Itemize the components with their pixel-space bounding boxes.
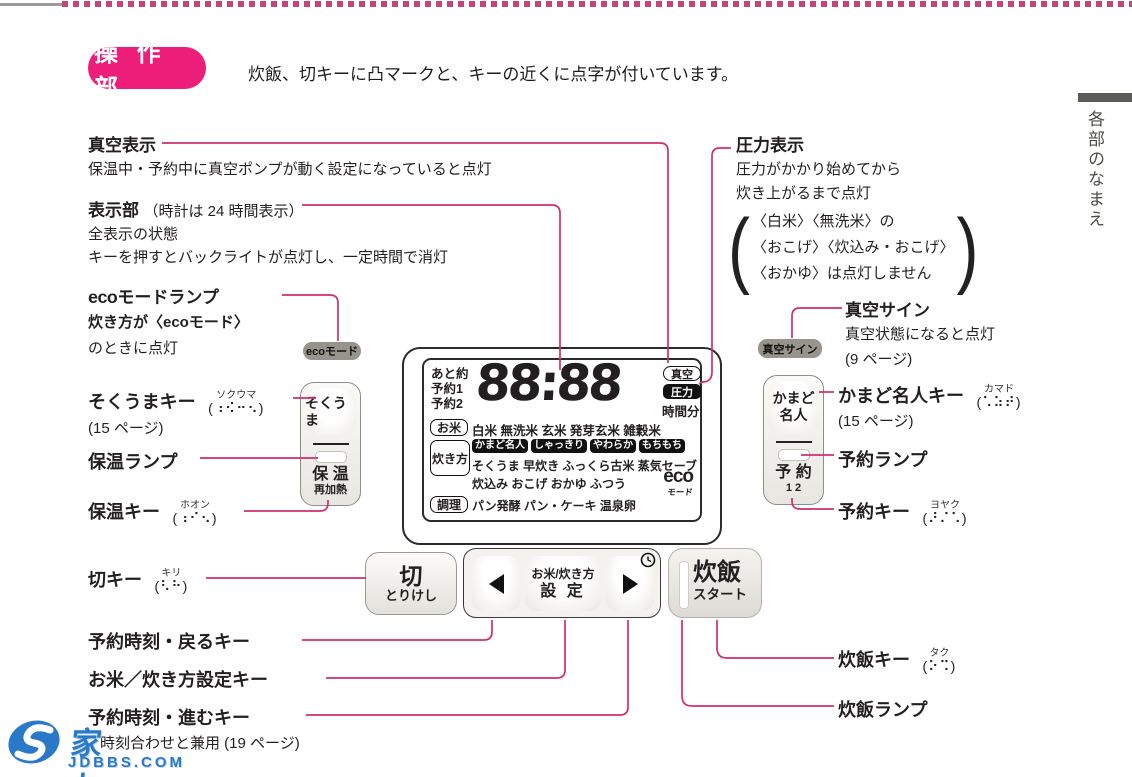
- lcd-cook-row1: そくうま 早炊き ふっくら古米 蒸気セーブ: [472, 459, 698, 473]
- cook-start-button[interactable]: 炊飯 スタート: [668, 548, 762, 618]
- lcd-menu-row: パン発酵 パン・ケーキ 温泉卵: [472, 499, 636, 513]
- left-key-group: そくうま 保 温 再加熱: [300, 382, 361, 506]
- reserve-key-title: 予約キー: [838, 502, 910, 522]
- vacuum-sign-desc: 真空状態になると点灯: [845, 326, 996, 343]
- lcd-display: あと約 予約1 予約2 88:88 真空 圧力 時間分 お米 白米 無洗米 玄米…: [422, 354, 702, 522]
- forward-key-note: 時刻合わせと兼用 (19 ページ): [100, 735, 300, 752]
- vacuum-sign-badge: 真空サイン: [758, 339, 822, 358]
- lcd-rice-tag: お米: [430, 419, 468, 436]
- kamado-meijin-button[interactable]: かまど 名人: [768, 381, 819, 433]
- watermark: 家电论坛 JDBBS.COM: [6, 714, 182, 777]
- cook-lamp: [679, 561, 689, 609]
- section-subtitle: 炊飯、切キーに凸マークと、キーの近くに点字が付いています。: [248, 65, 739, 84]
- right-group-divider: [775, 441, 812, 443]
- cook-key-title: 炊飯キー: [838, 650, 910, 670]
- lcd-texture-badges: かまど名人 しゃっきり やわらか もちもち: [472, 439, 685, 453]
- eco-lamp-desc2: のときに点灯: [88, 340, 179, 357]
- sokuuma-key-page: (15 ページ): [88, 420, 164, 437]
- eco-lamp-title: モードランプ: [117, 288, 219, 307]
- back-key-title: 予約時刻・戻るキー: [88, 632, 250, 652]
- vacuum-sign-title: 真空サイン: [845, 301, 930, 320]
- pressure-note-line1: 〈白米〉〈無洗米〉の: [751, 213, 895, 230]
- sokuuma-braille: ソクウマ (⠰⠪⠒⠢): [208, 390, 265, 417]
- top-border-gray: [0, 3, 62, 6]
- vacuum-sign-page: (9 ページ): [845, 351, 913, 368]
- lcd-menu-tag: 調理: [430, 496, 468, 513]
- pressure-display-note: ( 〈白米〉〈無洗米〉の 〈おこげ〉〈炊込み・おこげ〉 〈おかゆ〉は点灯しません…: [728, 200, 979, 296]
- right-key-group: かまど 名人 予 約 1 2: [763, 375, 824, 505]
- side-tab-bar: [1078, 93, 1132, 102]
- left-triangle-icon: [488, 573, 504, 594]
- pressure-display-title: 圧力表示: [736, 136, 804, 155]
- reheat-label: 再加熱: [314, 484, 347, 496]
- lcd-time-unit: 時間分: [662, 405, 700, 419]
- keep-warm-lamp: [314, 451, 347, 463]
- eco-mode-badge: ecoモード: [303, 342, 361, 360]
- sokuuma-button[interactable]: そくうま: [305, 388, 356, 435]
- forward-key-title: 予約時刻・進むキー: [88, 708, 250, 728]
- reserve-12-label: 1 2: [785, 482, 802, 494]
- off-button[interactable]: 切 とりけし: [365, 552, 457, 615]
- reserve-braille: ヨヤク (⠜⠌⠡): [922, 500, 968, 527]
- keep-warm-button[interactable]: 保 温: [312, 466, 349, 483]
- pressure-display-desc2: 炊き上がるまで点灯: [736, 185, 872, 202]
- lcd-cook-tag: 炊き方: [430, 440, 470, 476]
- pressure-display-desc1: 圧力がかかり始めてから: [736, 161, 902, 178]
- display-unit-title-note: （時計は 24 時間表示）: [143, 203, 304, 220]
- back-arrow-button[interactable]: [472, 556, 520, 611]
- off-key-title: 切キー: [88, 570, 142, 590]
- keep-warm-braille: ホオン (⠰⠊⠢): [172, 500, 218, 527]
- lcd-clock-digits: 88:88: [473, 354, 623, 412]
- pressure-note-line2: 〈おこげ〉〈炊込み・おこげ〉: [751, 239, 955, 256]
- lcd-pressure-indicator: 圧力: [663, 384, 701, 399]
- sokuuma-key-title: そくうまキー: [88, 392, 196, 412]
- left-group-divider: [312, 443, 349, 445]
- vacuum-display-desc: 保温中・予約中に真空ポンプが動く設定になっていると点灯: [88, 161, 492, 178]
- cook-key-braille: タク (⠕⠩): [922, 648, 957, 675]
- reserve-button[interactable]: 予 約: [775, 464, 812, 481]
- lcd-eco-mode: eco モード: [663, 466, 694, 497]
- lcd-cook-row2: 炊込み おこげ おかゆ ふつう: [472, 477, 627, 491]
- keep-warm-lamp-title: 保温ランプ: [88, 452, 178, 472]
- clock-icon: [640, 552, 656, 568]
- kamado-braille: カマド (⠡⠵⠞): [976, 384, 1022, 411]
- reserve-lamp: [777, 449, 810, 461]
- reserve-lamp-title: 予約ランプ: [838, 450, 928, 470]
- lcd-timer-labels: あと約 予約1 予約2: [431, 367, 469, 411]
- display-unit-title: 表示部: [88, 201, 139, 220]
- lcd-rice-row: 白米 無洗米 玄米 発芽玄米 雑穀米: [472, 424, 661, 438]
- cook-lamp-title: 炊飯ランプ: [838, 700, 928, 720]
- side-tab-label: 各部のなまえ: [1085, 110, 1104, 230]
- off-key-braille: キリ (⠣⠓): [154, 568, 189, 595]
- kamado-key-title: かまど名人キー: [838, 386, 964, 406]
- right-triangle-icon: [622, 573, 638, 594]
- watermark-en-text: JDBBS.COM: [68, 754, 186, 771]
- watermark-logo-icon: [8, 720, 60, 764]
- eco-lamp-title-eco: eco: [88, 287, 118, 307]
- section-title-badge: 操 作 部: [88, 40, 206, 102]
- keep-warm-key-title: 保温キー: [88, 502, 160, 522]
- display-unit-desc1: 全表示の状態: [88, 226, 179, 243]
- vacuum-display-title: 真空表示: [88, 136, 156, 155]
- top-border-dotted: [62, 1, 1132, 7]
- rice-set-key-title: お米／炊き方設定キー: [88, 670, 268, 690]
- forward-arrow-button[interactable]: [606, 556, 654, 611]
- lcd-vacuum-indicator: 真空: [663, 366, 701, 381]
- setting-key-group: お米/炊き方 設 定: [463, 548, 661, 618]
- eco-lamp-desc1: 炊き方が〈ecoモード〉: [88, 314, 249, 331]
- kamado-key-page: (15 ページ): [838, 413, 914, 430]
- rice-cook-setting-button[interactable]: お米/炊き方 設 定: [525, 556, 601, 611]
- pressure-note-line3: 〈おかゆ〉は点灯しません: [751, 265, 932, 282]
- display-unit-desc2: キーを押すとバックライトが点灯し、一定時間で消灯: [88, 249, 449, 266]
